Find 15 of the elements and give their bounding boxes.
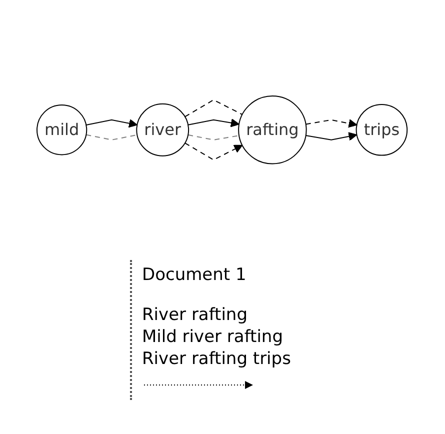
- arrow: [86, 119, 138, 128]
- node-circle: mild: [36, 104, 88, 156]
- node-circle: river: [136, 104, 190, 156]
- node-circle: rafting: [238, 96, 308, 164]
- connector: [184, 99, 244, 118]
- note-text: Mild river rafting: [142, 326, 283, 348]
- note-text: Document 1: [142, 264, 246, 286]
- note-text: River rafting: [142, 304, 248, 326]
- connector: [188, 134, 240, 140]
- arrow: [184, 142, 244, 161]
- node-circle: trips: [356, 104, 408, 156]
- note-text: River rafting trips: [142, 348, 291, 370]
- arrow: [306, 132, 358, 141]
- arrow: [306, 119, 358, 128]
- arrow: [188, 118, 240, 128]
